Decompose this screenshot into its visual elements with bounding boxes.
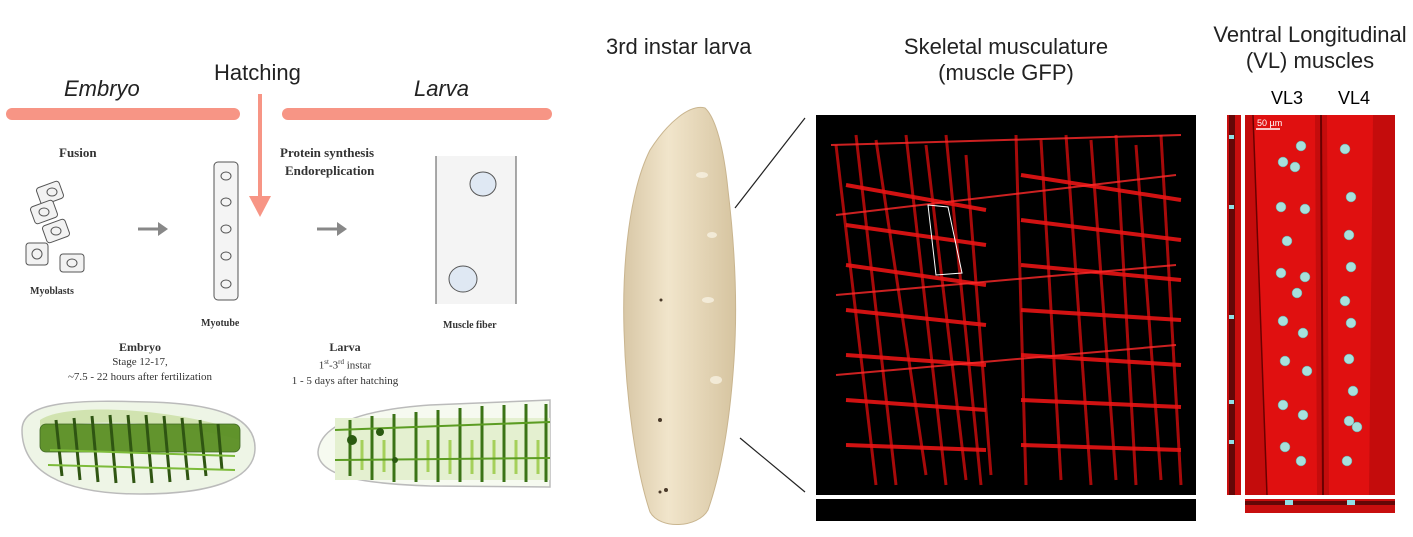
skeletal-musculature-image	[816, 115, 1196, 495]
vl-title: Ventral Longitudinal (VL) muscles	[1203, 22, 1413, 74]
embryo-3d-illustration	[21, 399, 551, 495]
larva-info-time: 1 - 5 days after hatching	[291, 374, 399, 387]
scale-bar-label: 50 µm	[1257, 118, 1282, 128]
myotube-label: Myotube	[201, 318, 240, 329]
skeletal-cross-section	[816, 499, 1196, 521]
larva-photo-title: 3rd instar larva	[606, 34, 752, 59]
vl-title-line2: (VL) muscles	[1245, 48, 1375, 73]
fusion-label: Fusion	[59, 145, 97, 160]
vl4-label: VL4	[1338, 88, 1371, 108]
embryo-phase-label: Embryo	[64, 76, 140, 101]
vl-title-line1: Ventral Longitudinal	[1213, 22, 1407, 47]
vl3-label: VL3	[1271, 88, 1304, 108]
vl-cross-section	[1245, 499, 1395, 513]
vl-muscle-side-section	[1227, 115, 1241, 495]
larva-info-title: Larva	[329, 340, 361, 354]
myoblasts-label: Myoblasts	[30, 286, 74, 297]
skeletal-title-line2: (muscle GFP)	[938, 60, 1074, 85]
hatching-label: Hatching	[214, 60, 301, 85]
embryo-timeline-bar	[6, 108, 240, 120]
myotube-shape	[213, 161, 239, 301]
larva-phase-label: Larva	[414, 76, 470, 101]
skeletal-title-line1: Skeletal musculature	[903, 34, 1109, 59]
embryo-info-stage: Stage 12-17,	[112, 356, 168, 368]
muscle-fiber-label: Muscle fiber	[443, 320, 497, 331]
endoreplication-label: Endoreplication	[285, 163, 375, 178]
embryo-info: Embryo Stage 12-17, ~7.5 - 22 hours afte…	[40, 340, 240, 385]
protein-synthesis-label: Protein synthesis	[280, 145, 375, 160]
embryo-info-time: ~7.5 - 22 hours after fertilization	[67, 371, 212, 383]
myoblasts-illustration	[25, 156, 517, 304]
vl-muscles-image: 50 µm	[1245, 114, 1395, 496]
larva-info-instar: 1st-3rd instar	[318, 358, 372, 372]
larva-info: Larva 1st-3rd instar 1 - 5 days after ha…	[270, 340, 420, 389]
larva-timeline-bar	[282, 108, 552, 120]
embryo-info-title: Embryo	[119, 340, 161, 354]
skeletal-title: Skeletal musculature (muscle GFP)	[816, 34, 1196, 86]
